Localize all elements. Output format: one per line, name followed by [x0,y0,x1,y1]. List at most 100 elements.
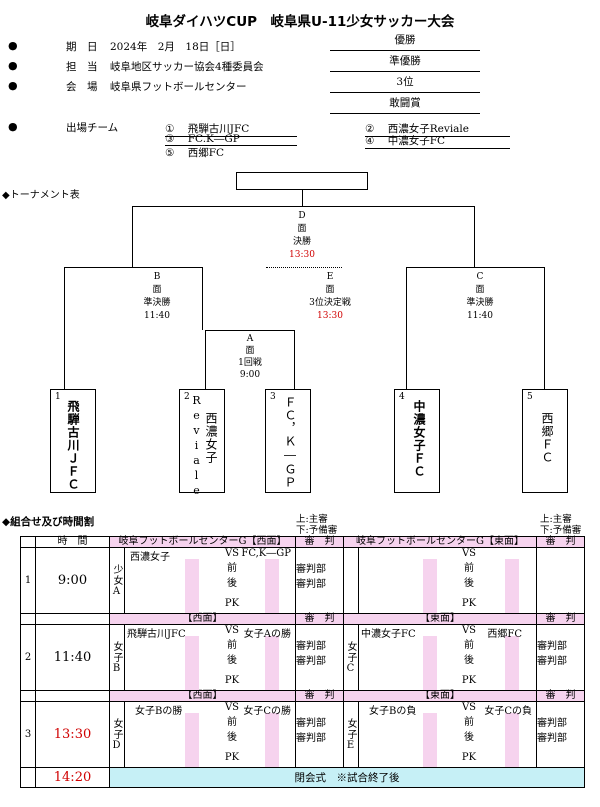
bracket-line [302,190,303,206]
schedule-header-row: 時 間 岐阜フットボールセンターG【西面】 審 判 岐阜フットボールセンターG【… [20,536,585,548]
bracket-line [64,267,65,389]
court-subheader-row: 【西面】 審 判 【東面】 審 判 [20,690,585,702]
schedule-row: 1 9:00 少女A 西濃女子 VS 前 後 PK FC,K―GP 審判部 審判… [20,547,585,614]
bullet-icon: ● [8,39,18,52]
team-name: 飛騨古川JFC [187,123,250,135]
final-label: D 面 決勝 13:30 [289,211,315,260]
bullet-icon: ● [8,59,18,72]
slot-time: 11:40 [35,624,110,691]
team-entry: ⑤ 西郷FC [165,145,297,160]
referee-cell: 審判部 審判部 [536,701,585,768]
team-name: FC.K―GP [187,133,240,145]
organizer-label: 担 当 [66,61,98,73]
bracket-line [406,267,407,389]
date-value: 2024年 2月 18日［日］ [110,41,241,53]
home-team: 西濃女子 [130,552,170,563]
away-team: 女子Cの勝 [243,706,291,717]
team-number: ① [165,123,175,135]
team-name: 西濃女子Reviale [387,123,470,135]
referee-cell: 審判部 審判部 [536,624,585,691]
closing-row: 14:20 閉会式 ※試合終了後 [20,767,585,788]
schedule-row: 3 13:30 女子D 女子Bの勝 VS 前 後 PK 女子Cの勝 審判部 審判… [20,701,585,768]
semifinal-c-label: C 面 準決勝 11:40 [466,272,494,321]
team-entry: ② 西濃女子Reviale [365,121,510,137]
match-code: 女子E [345,717,356,752]
match-cell: VS 前 後 PK [358,547,537,614]
match-cell: 中濃女子FC VS 前 後 PK 西郷FC [358,624,537,691]
bracket-line [544,267,545,389]
teams-label: 出場チーム [66,122,119,134]
bracket-line [202,267,203,330]
away-team: 西郷FC [487,629,522,640]
home-team: 中濃女子FC [361,629,416,640]
slot-time: 9:00 [35,547,110,614]
team-entry: ④ 中濃女子FC [365,133,510,149]
referee-cell: 審判部 審判部 [295,701,344,768]
team-name: 西郷FC [187,147,225,159]
bracket-line [205,330,295,331]
entry-box-3: 3 ＦＣ，Ｋ―ＧＰ [265,389,311,493]
home-team: 女子Bの負 [369,706,417,717]
entry-box-2: 2 西濃女子 Reviale [179,389,225,499]
third-place-line [266,267,342,268]
referee-cell: 審判部 審判部 [295,547,344,614]
away-team: 女子Cの負 [484,706,532,717]
match-code: 女子D [111,717,122,752]
result-fighting-spirit: 敢闘賞 [330,93,480,114]
away-team: 女子Aの勝 [243,629,291,640]
referee-header: 審 判 [295,536,344,548]
third-place-label: E 面 3位決定戦 13:30 [309,272,351,321]
entry-box-4: 4 中濃女子ＦＣ [394,389,440,493]
away-team: FC,K―GP [241,548,291,559]
match-code: 少女A [111,563,122,598]
team-number: ② [365,123,375,135]
entry-box-5: 5 西郷ＦＣ [522,389,568,493]
closing-ceremony: 閉会式 ※試合終了後 [109,767,585,788]
team-number: ④ [365,135,375,147]
match-code: 女子B [111,640,122,675]
time-header: 時 間 [35,536,110,548]
first-round-label: A 面 1回戦 9:00 [238,334,262,380]
match-cell: 西濃女子 VS 前 後 PK FC,K―GP [124,547,296,614]
referee-legend-west: 上:主審 下:予備審 [296,514,338,536]
referee-cell: 審判部 審判部 [295,624,344,691]
bracket-line [474,206,475,267]
venue-value: 岐阜県フットボールセンター [110,81,247,93]
court-subheader-row: 【西面】 審 判 【東面】 審 判 [20,613,585,625]
east-header: 岐阜フットボールセンターG【東面】 [343,536,537,548]
schedule-row: 2 11:40 女子B 飛騨古川JFC VS 前 後 PK 女子Aの勝 審判部 … [20,624,585,691]
referee-legend-east: 上:主審 下:予備審 [540,514,582,536]
team-number: ③ [165,133,175,145]
result-champion: 優勝 [330,30,480,51]
result-runner-up: 準優勝 [330,51,480,72]
match-cell: 女子Bの負 VS 前 後 PK 女子Cの負 [358,701,537,768]
date-label: 期 日 [66,41,98,53]
bullet-icon: ● [8,120,18,133]
champion-box [236,172,368,190]
team-entry: ③ FC.K―GP [165,133,297,146]
bracket-line [205,330,206,389]
bracket-line [406,267,544,268]
bracket-line [64,267,202,268]
match-cell: 女子Bの勝 VS 前 後 PK 女子Cの勝 [124,701,296,768]
tournament-heading: ◆トーナメント表 [2,190,80,201]
home-team: 飛騨古川JFC [127,629,186,640]
results-table: 優勝 準優勝 3位 敢闘賞 [330,30,480,114]
home-team: 女子Bの勝 [135,706,183,717]
team-entry: ① 飛騨古川JFC [165,121,297,137]
referee-header: 審 判 [536,536,585,548]
organizer-value: 岐阜地区サッカー協会4種委員会 [110,61,264,73]
team-number: ⑤ [165,147,175,159]
venue-label: 会 場 [66,81,98,93]
closing-time: 14:20 [35,767,110,788]
west-header: 岐阜フットボールセンターG【西面】 [109,536,296,548]
page-title: 岐阜ダイハツCUP 岐阜県U-11少女サッカー大会 [145,14,455,30]
bullet-icon: ● [8,79,18,92]
entry-box-1: 1 飛騨古川ＪＦＣ [50,389,96,493]
semifinal-b-label: B 面 準決勝 11:40 [143,272,171,321]
slot-time: 13:30 [35,701,110,768]
match-cell: 飛騨古川JFC VS 前 後 PK 女子Aの勝 [124,624,296,691]
schedule-heading: ◆組合せ及び時間割 [2,516,95,528]
team-name: 中濃女子FC [387,135,446,147]
bracket-line [132,206,474,207]
